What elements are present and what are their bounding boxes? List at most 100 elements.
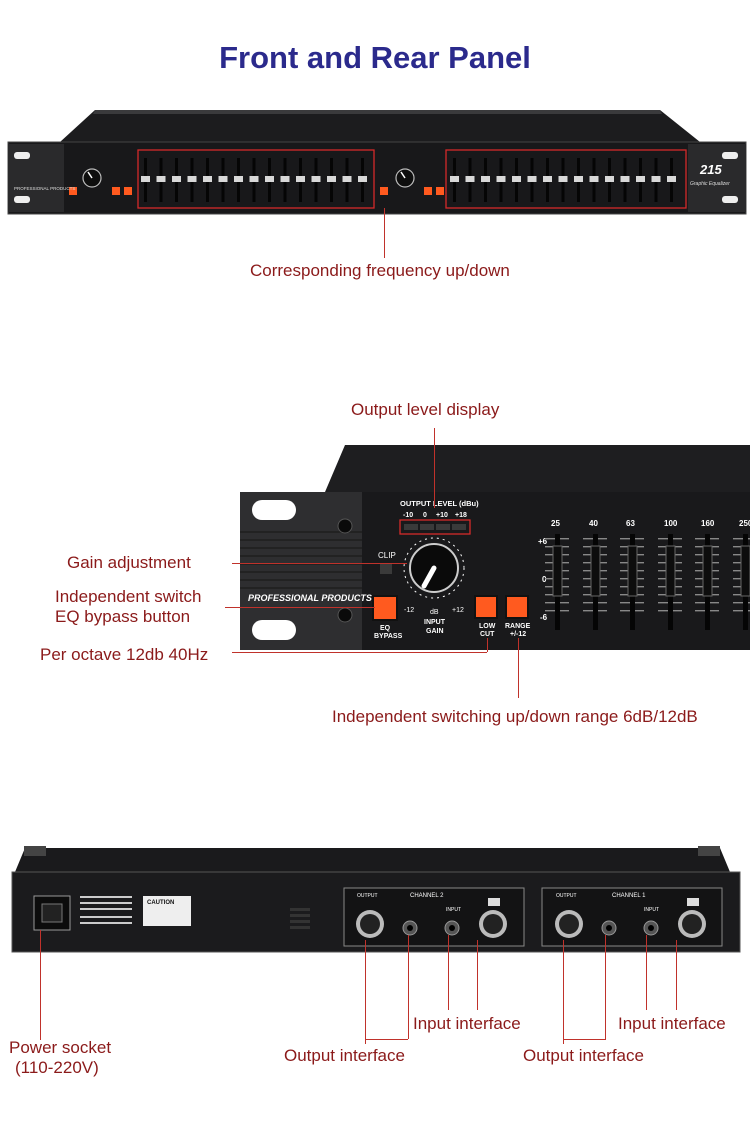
callout-input-1: Input interface	[413, 1014, 521, 1033]
eq-slider-knob[interactable]	[605, 176, 614, 182]
callout-gain: Gain adjustment	[67, 553, 191, 572]
callout-line	[563, 940, 564, 1044]
callout-frequency: Corresponding frequency up/down	[250, 261, 510, 280]
caution-label: CAUTION	[147, 900, 174, 906]
callout-line	[365, 1039, 408, 1040]
callout-line	[518, 638, 519, 698]
callout-power-1: Power socket	[9, 1038, 112, 1057]
callout-line	[384, 208, 385, 258]
range-label: RANGE	[505, 623, 531, 630]
ch2-input: INPUT	[446, 907, 461, 913]
ch1-output: OUTPUT	[556, 893, 577, 899]
callout-line	[605, 935, 606, 1039]
freq-label: 100	[664, 519, 678, 528]
eq-slider-knob[interactable]	[665, 545, 676, 597]
eq-label: EQ	[380, 625, 391, 632]
callout-line	[365, 940, 366, 1044]
callout-output-1: Output interface	[284, 1046, 405, 1065]
callout-output-level: Output level display	[351, 400, 500, 419]
callout-line	[646, 935, 647, 1010]
eq-slider-knob[interactable]	[558, 176, 568, 182]
callout-line	[40, 930, 41, 1040]
bypass-label: BYPASS	[374, 633, 403, 640]
meter-mark-1: -10	[403, 512, 413, 519]
freq-label: 250	[739, 519, 750, 528]
eq-slider-knob[interactable]	[702, 545, 713, 597]
low-cut-button[interactable]	[474, 595, 498, 619]
callout-range: Independent switching up/down range 6dB/…	[332, 707, 698, 726]
eq-slider-knob[interactable]	[172, 176, 181, 182]
front-panel-image: PROFESSIONAL PRODUCTS 215 Graphic Equali…	[7, 110, 747, 215]
callout-input-2: Input interface	[618, 1014, 726, 1033]
closeup-brand: PROFESSIONAL PRODUCTS	[248, 593, 372, 603]
callout-line	[225, 607, 375, 608]
meter-mark-4: +18	[455, 512, 467, 519]
eq-slider-knob[interactable]	[249, 176, 259, 182]
eq-slider-knob[interactable]	[203, 176, 212, 182]
callout-line	[434, 428, 435, 508]
eq-bypass-button[interactable]	[372, 595, 398, 621]
callout-line	[448, 935, 449, 1010]
eq-slider-knob[interactable]	[187, 176, 197, 182]
callout-octave: Per octave 12db 40Hz	[40, 645, 209, 664]
eq-slider-knob[interactable]	[496, 176, 506, 182]
eq-slider-knob[interactable]	[156, 176, 166, 182]
eq-slider-knob[interactable]	[590, 545, 601, 597]
eq-slider-knob[interactable]	[651, 176, 661, 182]
eq-slider-knob[interactable]	[358, 176, 367, 182]
eq-slider-knob[interactable]	[311, 176, 321, 182]
eq-slider-knob[interactable]	[327, 176, 336, 182]
eq-slider-knob[interactable]	[543, 176, 552, 182]
callout-line	[232, 563, 407, 564]
callout-line	[563, 1039, 606, 1040]
scale-tick	[733, 610, 750, 612]
channel1-label: CHANNEL 1	[612, 893, 646, 899]
callout-switch-2: EQ bypass button	[55, 607, 191, 626]
callout-power-2: (110-220V)	[15, 1058, 99, 1077]
range-button[interactable]	[505, 595, 529, 619]
eq-slider-knob[interactable]	[636, 176, 645, 182]
callout-line	[487, 638, 488, 652]
eq-slider-knob[interactable]	[265, 176, 274, 182]
eq-slider-knob[interactable]	[141, 176, 150, 182]
eq-slider-knob[interactable]	[627, 545, 638, 597]
front-model-sub: Graphic Equalizer	[690, 181, 730, 187]
scale-tick	[733, 538, 750, 540]
callout-line	[232, 652, 487, 653]
ch2-output: OUTPUT	[357, 893, 378, 899]
eq-slider-knob[interactable]	[512, 176, 521, 182]
ch1-input: INPUT	[644, 907, 659, 913]
eq-slider-knob[interactable]	[740, 545, 750, 597]
eq-slider-knob[interactable]	[342, 176, 352, 182]
eq-slider-knob[interactable]	[574, 176, 583, 182]
cut-label: CUT	[480, 631, 495, 638]
range-val: +/-12	[510, 631, 526, 638]
callout-line	[676, 940, 677, 1010]
scale-plus6: +6	[538, 537, 548, 546]
eq-slider-knob[interactable]	[620, 176, 630, 182]
eq-slider-knob[interactable]	[589, 176, 599, 182]
callout-switch-1: Independent switch	[55, 587, 202, 606]
eq-slider-knob[interactable]	[234, 176, 243, 182]
eq-slider-knob[interactable]	[450, 176, 459, 182]
page-title: Front and Rear Panel	[219, 40, 531, 75]
eq-slider-knob[interactable]	[552, 545, 563, 597]
freq-label: 25	[551, 519, 560, 528]
scale-zero: 0	[542, 575, 547, 584]
scale-minus6: -6	[540, 613, 548, 622]
eq-slider-knob[interactable]	[296, 176, 305, 182]
eq-slider-knob[interactable]	[527, 176, 537, 182]
eq-slider-knob[interactable]	[465, 176, 475, 182]
eq-slider-knob[interactable]	[218, 176, 228, 182]
gain-label: GAIN	[426, 628, 444, 635]
eq-slider-knob[interactable]	[481, 176, 490, 182]
eq-slider-knob[interactable]	[667, 176, 676, 182]
freq-label: 160	[701, 519, 715, 528]
meter-mark-2: 0	[423, 512, 427, 519]
input-label: INPUT	[424, 619, 446, 626]
output-level-title: OUTPUT LEVEL (dBu)	[400, 499, 479, 508]
rear-panel-image: CAUTION CHANNEL 2 CHANNEL 1 OUTPUT INPUT…	[11, 846, 741, 953]
callout-line	[477, 940, 478, 1010]
eq-slider-knob[interactable]	[280, 176, 290, 182]
meter-mark-3: +10	[436, 512, 448, 519]
